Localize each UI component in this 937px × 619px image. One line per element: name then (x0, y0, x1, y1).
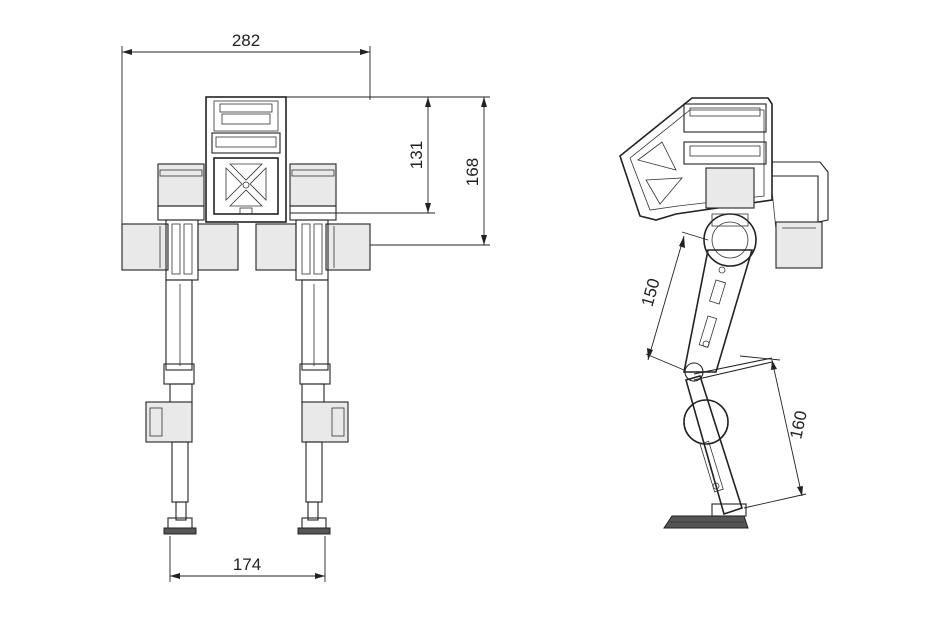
side-shin (683, 375, 744, 516)
front-hip-motors (157, 163, 337, 221)
dim-label-282: 282 (232, 31, 260, 50)
dim-label-160: 160 (786, 409, 810, 441)
dimension-heights: 131 168 (280, 96, 490, 246)
dim-label-168: 168 (463, 158, 482, 186)
dimension-foot-spacing: 174 (169, 536, 326, 582)
side-foot (663, 503, 749, 529)
dim-label-150: 150 (638, 276, 664, 309)
side-thigh (683, 249, 754, 382)
side-body (619, 97, 829, 269)
front-view: 282 131 168 (121, 31, 490, 582)
dimension-shin: 160 (739, 355, 811, 509)
dim-label-174: 174 (233, 555, 261, 574)
front-body (205, 96, 287, 223)
side-view: 150 160 (619, 97, 829, 529)
front-knee-motors (121, 223, 371, 271)
dimension-overall-width: 282 (121, 31, 371, 228)
side-hip-joint (703, 213, 757, 267)
dim-label-131: 131 (407, 141, 426, 169)
side-pushrod (693, 357, 773, 381)
front-right-leg (295, 219, 349, 535)
front-left-leg (145, 219, 199, 535)
